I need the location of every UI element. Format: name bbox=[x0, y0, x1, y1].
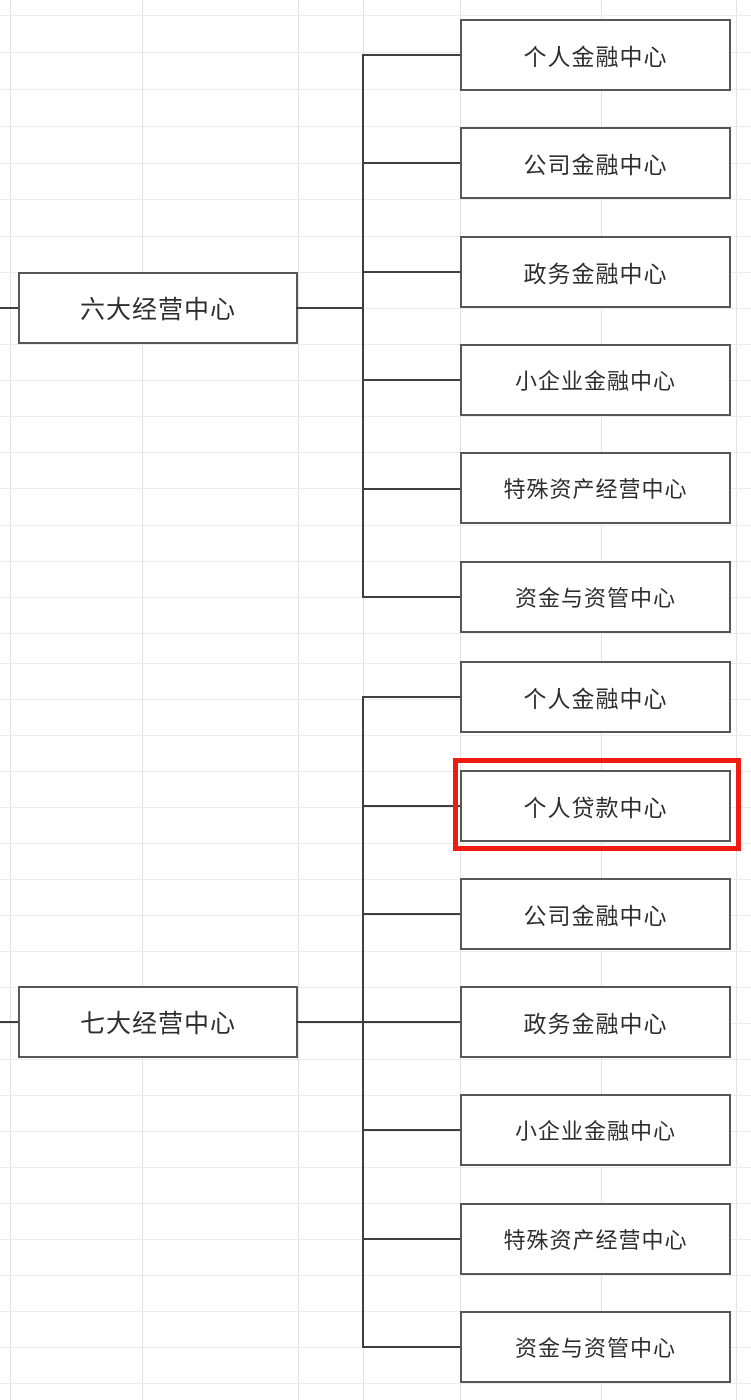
grid-line-horizontal bbox=[0, 735, 751, 736]
node-label: 六大经营中心 bbox=[79, 295, 236, 324]
connector-branch bbox=[362, 913, 461, 915]
node-label: 政务金融中心 bbox=[523, 1012, 668, 1038]
connector-branch bbox=[362, 1346, 461, 1348]
node-leaf[interactable]: 政务金融中心 bbox=[460, 986, 731, 1058]
connector-branch bbox=[362, 1238, 461, 1240]
connector-branch bbox=[362, 1129, 461, 1131]
connector-parent-inbound bbox=[0, 1021, 19, 1023]
node-leaf[interactable]: 公司金融中心 bbox=[460, 127, 731, 199]
grid-line-horizontal bbox=[0, 416, 751, 417]
node-label: 政务金融中心 bbox=[523, 262, 668, 288]
node-label: 特殊资产经营中心 bbox=[503, 478, 688, 503]
connector-branch bbox=[362, 271, 461, 273]
grid-line-vertical bbox=[736, 0, 737, 1400]
node-leaf[interactable]: 小企业金融中心 bbox=[460, 1094, 731, 1166]
connector-branch bbox=[362, 488, 461, 490]
node-label: 公司金融中心 bbox=[523, 153, 668, 179]
node-leaf[interactable]: 政务金融中心 bbox=[460, 236, 731, 308]
grid-line-horizontal bbox=[0, 843, 751, 844]
grid-line-horizontal bbox=[0, 15, 751, 16]
connector-branch bbox=[362, 805, 461, 807]
grid-line-horizontal bbox=[0, 951, 751, 952]
node-leaf[interactable]: 个人金融中心 bbox=[460, 661, 731, 733]
node-label: 特殊资产经营中心 bbox=[503, 1229, 688, 1254]
node-label: 资金与资管中心 bbox=[514, 587, 676, 612]
connector-branch bbox=[362, 696, 461, 698]
grid-line-horizontal bbox=[0, 525, 751, 526]
grid-line-horizontal bbox=[0, 199, 751, 200]
grid-line-horizontal bbox=[0, 1275, 751, 1276]
node-leaf[interactable]: 小企业金融中心 bbox=[460, 344, 731, 416]
node-label: 公司金融中心 bbox=[523, 904, 668, 930]
grid-line-horizontal bbox=[0, 1059, 751, 1060]
connector-branch bbox=[362, 379, 461, 381]
connector-branch bbox=[362, 162, 461, 164]
grid-line-vertical bbox=[10, 0, 11, 1400]
connector-branch bbox=[362, 54, 461, 56]
connector-trunk bbox=[362, 55, 364, 598]
node-leaf[interactable]: 特殊资产经营中心 bbox=[460, 1203, 731, 1275]
node-label: 七大经营中心 bbox=[79, 1009, 236, 1038]
node-label: 资金与资管中心 bbox=[514, 1337, 676, 1362]
connector-parent-to-trunk bbox=[296, 1021, 364, 1023]
grid-line-vertical bbox=[298, 0, 299, 1400]
node-leaf[interactable]: 资金与资管中心 bbox=[460, 561, 731, 633]
connector-parent-to-trunk bbox=[296, 307, 364, 309]
node-seven-centers[interactable]: 七大经营中心 bbox=[18, 986, 298, 1058]
grid-line-horizontal bbox=[0, 1383, 751, 1384]
node-six-centers[interactable]: 六大经营中心 bbox=[18, 272, 298, 344]
node-leaf[interactable]: 个人金融中心 bbox=[460, 19, 731, 91]
node-label: 个人贷款中心 bbox=[523, 796, 668, 822]
node-label: 小企业金融中心 bbox=[514, 1120, 676, 1145]
node-label: 个人金融中心 bbox=[523, 687, 668, 713]
node-leaf[interactable]: 公司金融中心 bbox=[460, 878, 731, 950]
grid-line-vertical bbox=[142, 0, 143, 1400]
grid-line-horizontal bbox=[0, 633, 751, 634]
node-leaf[interactable]: 资金与资管中心 bbox=[460, 1311, 731, 1383]
grid-line-horizontal bbox=[0, 1167, 751, 1168]
connector-branch bbox=[362, 1021, 461, 1023]
node-label: 个人金融中心 bbox=[523, 45, 668, 71]
node-leaf-highlighted[interactable]: 个人贷款中心 bbox=[460, 770, 731, 842]
node-label: 小企业金融中心 bbox=[514, 370, 676, 395]
connector-branch bbox=[362, 596, 461, 598]
connector-parent-inbound bbox=[0, 307, 19, 309]
node-leaf[interactable]: 特殊资产经营中心 bbox=[460, 452, 731, 524]
